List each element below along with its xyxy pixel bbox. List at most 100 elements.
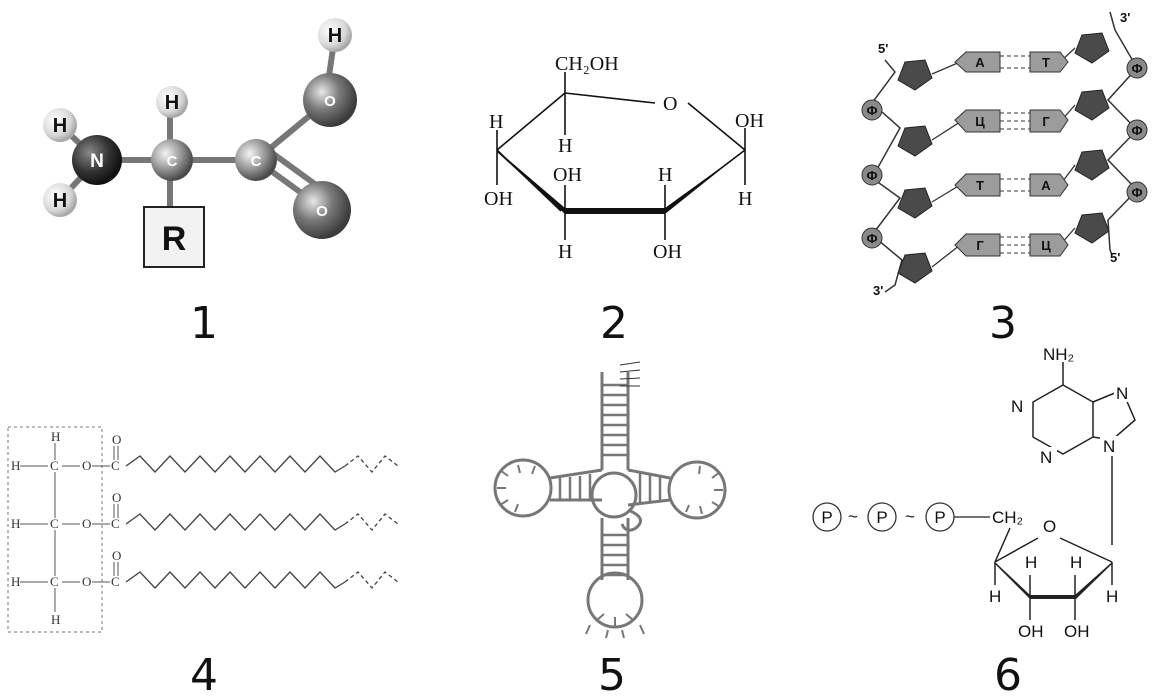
dna-5-prime-top: 5': [878, 41, 888, 56]
atp-n: N: [1040, 448, 1052, 467]
atp-oh: OH: [1018, 622, 1044, 641]
carbon-atom: [235, 139, 277, 181]
glucose-oh: OH: [735, 110, 764, 132]
base-icon: [1029, 109, 1069, 133]
phosphate-label: Ф: [866, 168, 877, 183]
glucose-ring-o: O: [663, 93, 677, 115]
caption-5: 5: [598, 650, 626, 698]
glucose-h: H: [558, 135, 572, 157]
glycerol-atoms: H H C O C O H C O C O H C O C O H: [11, 429, 121, 627]
ribose-ring: [994, 527, 1113, 620]
atom-label-o: O: [324, 93, 336, 110]
atp-h: H: [1106, 587, 1118, 606]
base-label: А: [975, 55, 985, 70]
phosphate-icon: [1126, 119, 1148, 141]
atom-label-c: C: [251, 153, 262, 170]
phosphate-icon: [1126, 57, 1148, 79]
atp-tilde: ~: [905, 507, 915, 526]
glucose-oh: OH: [553, 164, 582, 186]
glucose-ring: [496, 72, 746, 240]
fatty-acid-chains: [125, 455, 399, 590]
atp-ring-o: O: [1043, 517, 1056, 536]
atom-label-h: H: [53, 115, 67, 137]
atp-label-bg: [1037, 447, 1057, 467]
trna-acceptor-end: [619, 361, 641, 387]
panel-5-trna: 5: [493, 361, 727, 698]
phosphate-label: Ф: [1131, 123, 1142, 138]
phosphate-icon: [1126, 181, 1148, 203]
glucose-h: H: [489, 111, 503, 133]
glucose-ch2oh: CH₂OH: [555, 53, 619, 75]
dna-3-prime-bottom: 3': [873, 283, 883, 298]
atom-h: H: [11, 574, 20, 589]
dna-phosphates: Ф Ф Ф Ф Ф Ф: [861, 57, 1148, 249]
atp-label-bg: [1100, 436, 1120, 456]
atp-h: H: [989, 587, 1001, 606]
atp-label-bg: [1008, 395, 1028, 415]
atp-n: N: [1011, 397, 1023, 416]
atp-tilde: ~: [848, 507, 858, 526]
phosphate-label: Ф: [866, 231, 877, 246]
atom-label-o: O: [316, 203, 328, 220]
atom-label-n: N: [90, 151, 104, 172]
atom-h: H: [51, 612, 60, 627]
glucose-h: H: [558, 241, 572, 263]
atom-h: H: [11, 458, 20, 473]
dna-base-pair: Г Ц: [954, 233, 1069, 257]
nitrogen-atom: [72, 135, 122, 185]
atom-o: O: [82, 574, 91, 589]
phosphate-icon: [861, 164, 883, 186]
base-icon: [1029, 173, 1069, 197]
caption-3: 3: [989, 298, 1017, 349]
atom-h: H: [51, 429, 60, 444]
atp-nh2: NH₂: [1043, 345, 1074, 364]
hydrogen-atom: [43, 183, 77, 217]
atp-label-bg: [1114, 384, 1132, 402]
carbon-atom: [151, 139, 193, 181]
phosphate-label: Ф: [1131, 61, 1142, 76]
base-icon: [954, 51, 1001, 73]
panel-3-dna: Ф Ф Ф Ф Ф Ф: [861, 10, 1148, 349]
caption-2: 2: [600, 298, 628, 349]
base-label: Г: [1042, 114, 1050, 129]
r-group-label: R: [162, 220, 187, 258]
base-label: Ц: [1041, 238, 1051, 253]
base-icon: [954, 173, 1001, 197]
atp-p: P: [934, 508, 945, 527]
base-icon: [1029, 233, 1069, 257]
atp-n: N: [1116, 384, 1128, 403]
glucose-oh: OH: [653, 241, 682, 263]
base-label: А: [1041, 178, 1051, 193]
atom-label-h: H: [328, 25, 342, 47]
panel-4-triglyceride: H H C O C O H C O C O H C O C O H 4: [7, 426, 399, 698]
dna-sugars: [897, 32, 1110, 284]
dna-base-pair: Т А: [954, 173, 1069, 197]
phosphate-icon: [867, 502, 897, 532]
atp-h: H: [1025, 553, 1037, 572]
phosphate-label: Ф: [1131, 185, 1142, 200]
atom-c: C: [111, 516, 120, 531]
trna-backbone: [493, 372, 727, 629]
atom-c: C: [111, 458, 120, 473]
glucose-h: H: [738, 188, 752, 210]
r-group-box: [143, 206, 205, 268]
dna-3-prime-top: 3': [1120, 10, 1130, 25]
dna-base-pair: А Т: [954, 51, 1069, 73]
oxygen-atom: [303, 73, 357, 127]
glycerol-bonds: [20, 443, 119, 612]
atom-o: O: [112, 548, 121, 563]
base-label: Ц: [975, 114, 985, 129]
atom-o: O: [112, 490, 121, 505]
atp-oh: OH: [1064, 622, 1090, 641]
phosphate-icon: [861, 227, 883, 249]
hydrogen-atom: [156, 86, 188, 118]
atom-o: O: [112, 432, 121, 447]
oxygen-atom: [293, 181, 351, 239]
atp-p: P: [821, 508, 832, 527]
atom-h: H: [11, 516, 20, 531]
atom-c: C: [111, 574, 120, 589]
panel-2-glucose: CH₂OH O H H OH OH H OH H H OH 2: [484, 53, 764, 349]
caption-1: 1: [190, 298, 218, 349]
base-label: Т: [1042, 55, 1050, 70]
atom-c: C: [50, 574, 59, 589]
